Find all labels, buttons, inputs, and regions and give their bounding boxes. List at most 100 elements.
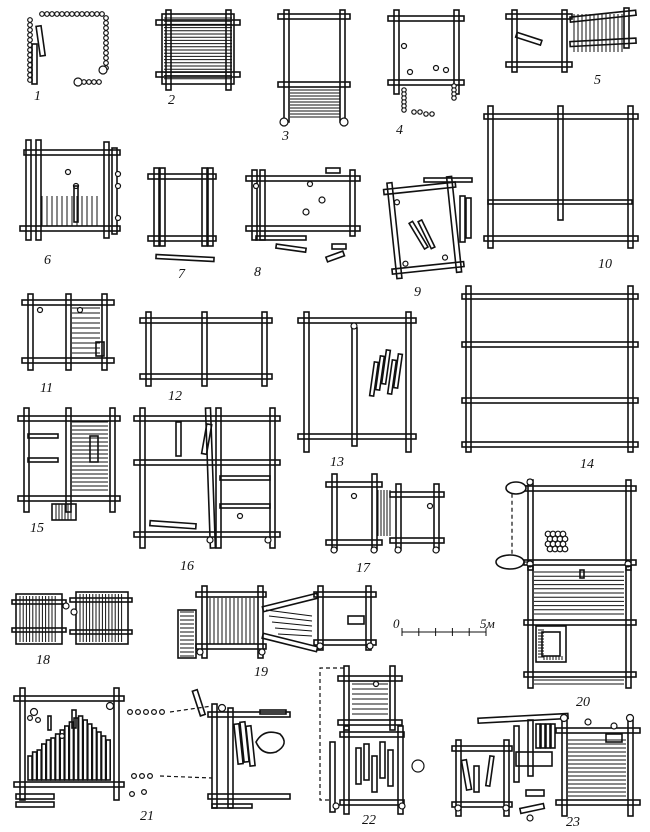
log — [371, 755, 378, 793]
log — [105, 739, 111, 781]
plan-5 — [505, 7, 637, 73]
plan-1 — [27, 11, 109, 87]
log — [40, 743, 47, 781]
label-15: 15 — [30, 521, 44, 536]
post-hole — [129, 790, 136, 797]
log — [36, 749, 43, 781]
post-hole — [94, 11, 100, 17]
post-hole — [64, 11, 70, 17]
log — [380, 348, 392, 386]
log — [77, 715, 84, 781]
label-20: 20 — [576, 695, 590, 710]
post-hole — [159, 708, 166, 715]
label-8: 8 — [254, 265, 261, 280]
post-hole — [423, 111, 429, 117]
post-hole — [27, 32, 33, 38]
plan-8 — [245, 167, 361, 263]
plan-22 — [319, 665, 425, 815]
label-21: 21 — [140, 809, 154, 824]
log — [100, 735, 107, 781]
plan-23 — [451, 712, 641, 822]
label-3: 3 — [281, 129, 289, 144]
log — [374, 354, 386, 392]
post-hole — [91, 79, 97, 85]
post-hole — [27, 27, 33, 33]
post-hole — [103, 35, 109, 41]
log — [68, 721, 75, 781]
log — [91, 727, 98, 781]
label-2: 2 — [168, 93, 175, 108]
post-hole — [411, 109, 417, 115]
post-hole — [103, 55, 109, 61]
post-hole — [84, 11, 90, 17]
log — [87, 723, 93, 781]
log — [233, 722, 244, 765]
post-hole — [561, 545, 569, 553]
label-18: 18 — [36, 653, 50, 668]
plan-4 — [387, 9, 465, 117]
scale-zero: 0 — [393, 616, 400, 631]
plan-15 — [17, 407, 121, 521]
plan-9 — [382, 175, 473, 280]
post-hole — [451, 95, 457, 101]
log — [387, 749, 394, 787]
post-hole — [151, 708, 158, 715]
figure-labels: 1 2 3 4 5 6 7 8 9 10 11 12 13 14 15 16 1… — [30, 73, 612, 830]
post-hole — [96, 79, 102, 85]
post-hole — [103, 20, 109, 26]
plan-3 — [277, 9, 351, 127]
post-hole — [59, 11, 65, 17]
log — [45, 739, 52, 781]
post-hole — [44, 11, 50, 17]
log — [363, 743, 370, 781]
scale-end: 5м — [480, 616, 495, 631]
log — [379, 741, 386, 779]
plan-21 — [13, 687, 291, 809]
label-5: 5 — [594, 73, 601, 88]
label-11: 11 — [40, 381, 53, 396]
post-hole — [79, 11, 85, 17]
label-22: 22 — [362, 813, 376, 828]
label-12: 12 — [168, 389, 182, 404]
scale-bar: 0 5м — [393, 616, 495, 636]
plan-11 — [21, 293, 115, 371]
post-hole — [27, 714, 34, 721]
label-4: 4 — [396, 123, 403, 138]
plan-6 — [19, 139, 122, 241]
post-hole — [69, 11, 75, 17]
post-hole — [58, 732, 65, 739]
log — [50, 737, 56, 781]
label-10: 10 — [598, 257, 612, 272]
post-hole — [147, 772, 154, 779]
log — [82, 719, 88, 781]
post-hole — [141, 788, 148, 795]
log — [368, 360, 380, 398]
post-hole — [27, 37, 33, 43]
post-hole — [131, 772, 138, 779]
label-23: 23 — [566, 815, 580, 830]
post-hole — [103, 60, 109, 66]
log — [355, 747, 362, 785]
post-hole — [89, 11, 95, 17]
label-16: 16 — [180, 559, 194, 574]
post-hole — [126, 708, 133, 715]
post-hole — [49, 11, 55, 17]
post-hole — [34, 716, 41, 723]
plan-10 — [483, 105, 639, 249]
label-14: 14 — [580, 457, 594, 472]
post-hole — [99, 11, 105, 17]
post-hole — [103, 45, 109, 51]
plan-14 — [461, 285, 639, 453]
post-hole — [54, 11, 60, 17]
log — [27, 755, 33, 781]
label-9: 9 — [414, 285, 421, 300]
post-hole — [103, 50, 109, 56]
plan-16 — [133, 407, 281, 549]
log-line — [277, 633, 313, 637]
label-19: 19 — [254, 665, 268, 680]
log — [535, 723, 541, 749]
log — [386, 358, 398, 396]
log — [540, 723, 546, 749]
